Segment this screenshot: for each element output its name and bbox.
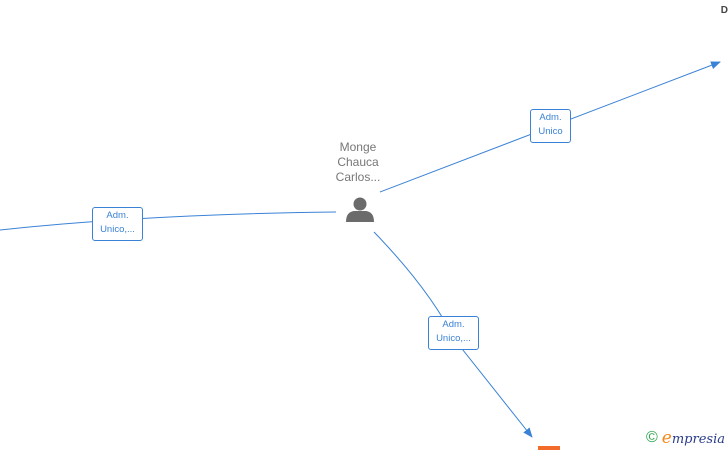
offscreen-node-label[interactable]: D [720,5,728,16]
edge-label-lower-right-line-2: Unico,... [436,333,471,344]
center-node-label[interactable]: Monge Chauca Carlos... [313,140,403,185]
offscreen-company-node-marker[interactable] [538,446,560,450]
edge-label-left-line-1: Adm. [106,210,129,221]
edge-label-left-line-2: Unico,... [100,224,135,235]
edge-line-left [0,211,337,231]
brand-initial: e [661,428,672,448]
edge-label-upper-right-line-2: Unico [538,126,563,137]
edge-label-upper-right-line-1: Adm. [539,112,562,123]
copyright-icon: © [646,429,658,446]
center-node-name-line-3: Carlos... [335,170,381,184]
edge-label-lower-right[interactable]: Adm. Unico,... [428,316,479,350]
center-node-name-line-1: Monge [339,140,377,154]
brand-logo: empresia [662,428,725,448]
edge-label-lower-right-line-1: Adm. [442,319,465,330]
edge-label-left[interactable]: Adm. Unico,... [92,207,143,241]
edge-label-upper-right[interactable]: Adm. Unico [530,109,571,143]
brand-footer: © empresia [646,428,725,448]
person-icon[interactable] [346,197,374,223]
center-node-name-line-2: Chauca [337,155,379,169]
brand-name: mpresia [671,432,725,447]
